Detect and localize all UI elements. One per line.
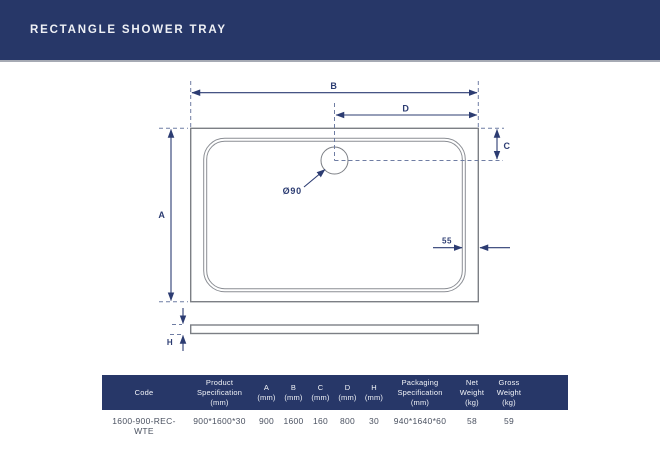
cell-c: 160 — [312, 416, 329, 427]
tray-side-view — [189, 324, 480, 335]
spec-table-header-row: Code Product Specification (mm) A (mm) B… — [102, 375, 568, 411]
column-header-packaging-spec: Packaging Specification (mm) — [387, 375, 453, 411]
rim-width-label: 55 — [442, 237, 452, 246]
cell-d: 800 — [339, 416, 356, 427]
spec-table: Code Product Specification (mm) A (mm) B… — [102, 375, 568, 437]
column-header-b: B (mm) — [280, 375, 307, 411]
cell-h: 30 — [368, 416, 380, 427]
page-header: RECTANGLE SHOWER TRAY — [0, 0, 660, 62]
dim-label-d: D — [402, 104, 409, 114]
spec-table-data-row: 1600-900-REC-WTE 900*1600*30 900 1600 16… — [102, 410, 568, 437]
column-header-c: C (mm) — [307, 375, 334, 411]
dim-label-a: A — [158, 210, 165, 220]
cell-code: 1600-900-REC-WTE — [112, 416, 176, 437]
cell-spacer — [527, 410, 568, 437]
dim-label-c: C — [504, 141, 511, 151]
cell-b: 1600 — [283, 416, 304, 427]
column-header-d: D (mm) — [334, 375, 361, 411]
column-header-code: Code — [102, 375, 186, 411]
column-header-a: A (mm) — [253, 375, 280, 411]
drain-leader-line — [303, 169, 326, 188]
dimension-lines — [167, 89, 510, 351]
cell-product-spec: 900*1600*30 — [193, 416, 246, 427]
cell-net-weight: 58 — [466, 416, 478, 427]
cell-a: 900 — [258, 416, 275, 427]
extension-lines — [159, 81, 504, 335]
technical-drawing: B D A C H Ø90 55 — [158, 81, 511, 351]
page-title: RECTANGLE SHOWER TRAY — [30, 24, 227, 36]
column-header-spacer — [527, 375, 568, 411]
column-header-product-spec: Product Specification (mm) — [186, 375, 253, 411]
dim-label-b: B — [330, 81, 337, 91]
column-header-h: H (mm) — [361, 375, 387, 411]
column-header-net-weight: Net Weight (kg) — [453, 375, 491, 411]
cell-gross-weight: 59 — [503, 416, 515, 427]
drain-diameter-label: Ø90 — [283, 186, 302, 196]
dim-label-h: H — [167, 338, 173, 347]
column-header-gross-weight: Gross Weight (kg) — [491, 375, 527, 411]
cell-packaging-spec: 940*1640*60 — [393, 416, 447, 427]
